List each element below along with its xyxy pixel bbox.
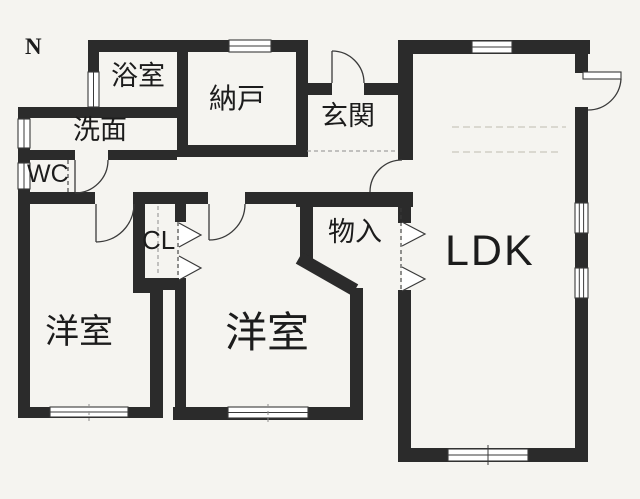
wall-center-room-left-stub — [175, 203, 186, 222]
wall-storage-room-right — [296, 40, 308, 157]
wall-storage-closet-left — [300, 195, 313, 265]
door-corridor-to-ldk — [369, 159, 403, 193]
window-bath-left — [87, 71, 100, 108]
room-label-ldk: LDK — [445, 227, 535, 275]
wall-ldk-right-seg4 — [575, 298, 588, 462]
folding-door-storage-closet — [400, 208, 427, 292]
window-washroom-left — [17, 118, 31, 149]
wall-ldk-right-seg1 — [575, 40, 588, 73]
wall-corridor-south-a — [18, 192, 95, 204]
wall-bath-storage-divider — [177, 40, 188, 157]
wall-left-room-right-lower — [150, 293, 163, 418]
window-storage-room-top — [228, 39, 272, 53]
window-wc-left — [17, 162, 31, 190]
room-label-closet: CL — [142, 225, 176, 255]
wall-washroom-bottom-left — [18, 150, 75, 160]
wall-ldk-left-lower — [398, 290, 411, 462]
wall-storage-closet-diagonal — [295, 252, 359, 296]
wall-storage-room-bottom — [177, 145, 308, 157]
room-label-entrance: 玄関 — [321, 101, 375, 131]
compass-north-label: N — [25, 34, 42, 59]
wall-center-room-right — [350, 288, 363, 420]
wall-washroom-bottom-right — [108, 150, 177, 160]
wall-closet-left — [133, 203, 145, 290]
door-washroom — [74, 159, 109, 194]
room-label-storage-room: 納戸 — [209, 83, 266, 114]
room-label-western-room-left: 洋室 — [45, 313, 113, 351]
wall-ldk-right-seg3 — [575, 233, 588, 268]
wall-left-room-west — [18, 203, 30, 418]
wall-ldk-right-seg2 — [575, 107, 588, 203]
wall-center-room-left-lower — [175, 278, 186, 420]
wall-washroom-top — [18, 107, 177, 118]
window-ldk-right-upper — [574, 202, 589, 234]
door-ldk-exterior-right — [582, 71, 622, 111]
window-center-room-bottom — [227, 404, 309, 422]
door-center-room — [208, 203, 246, 241]
wall-bath-left-upper — [88, 40, 99, 73]
folding-door-closet — [177, 222, 203, 281]
window-ldk-top — [471, 40, 513, 54]
room-label-washroom: 洗面 — [73, 115, 127, 145]
wall-storage-closet-top — [296, 192, 413, 207]
wall-entrance-top-right — [364, 83, 398, 95]
room-label-western-room-center: 洋室 — [225, 309, 310, 356]
window-ldk-bottom-sliding — [447, 445, 529, 465]
wall-left-room-jog — [133, 283, 163, 293]
window-ldk-right-lower — [574, 267, 589, 299]
wall-ldk-left-upper — [398, 40, 413, 160]
door-entrance — [331, 50, 365, 84]
room-label-bathroom: 浴室 — [111, 61, 165, 91]
wall-bath-storage-top — [88, 40, 308, 52]
window-left-room-bottom — [49, 404, 129, 421]
room-label-storage-closet: 物入 — [328, 217, 382, 247]
wall-ldk-left-mid — [398, 203, 411, 223]
room-label-wc: WC — [27, 160, 69, 188]
door-left-room — [95, 203, 135, 243]
wall-corridor-south-b — [133, 192, 208, 204]
